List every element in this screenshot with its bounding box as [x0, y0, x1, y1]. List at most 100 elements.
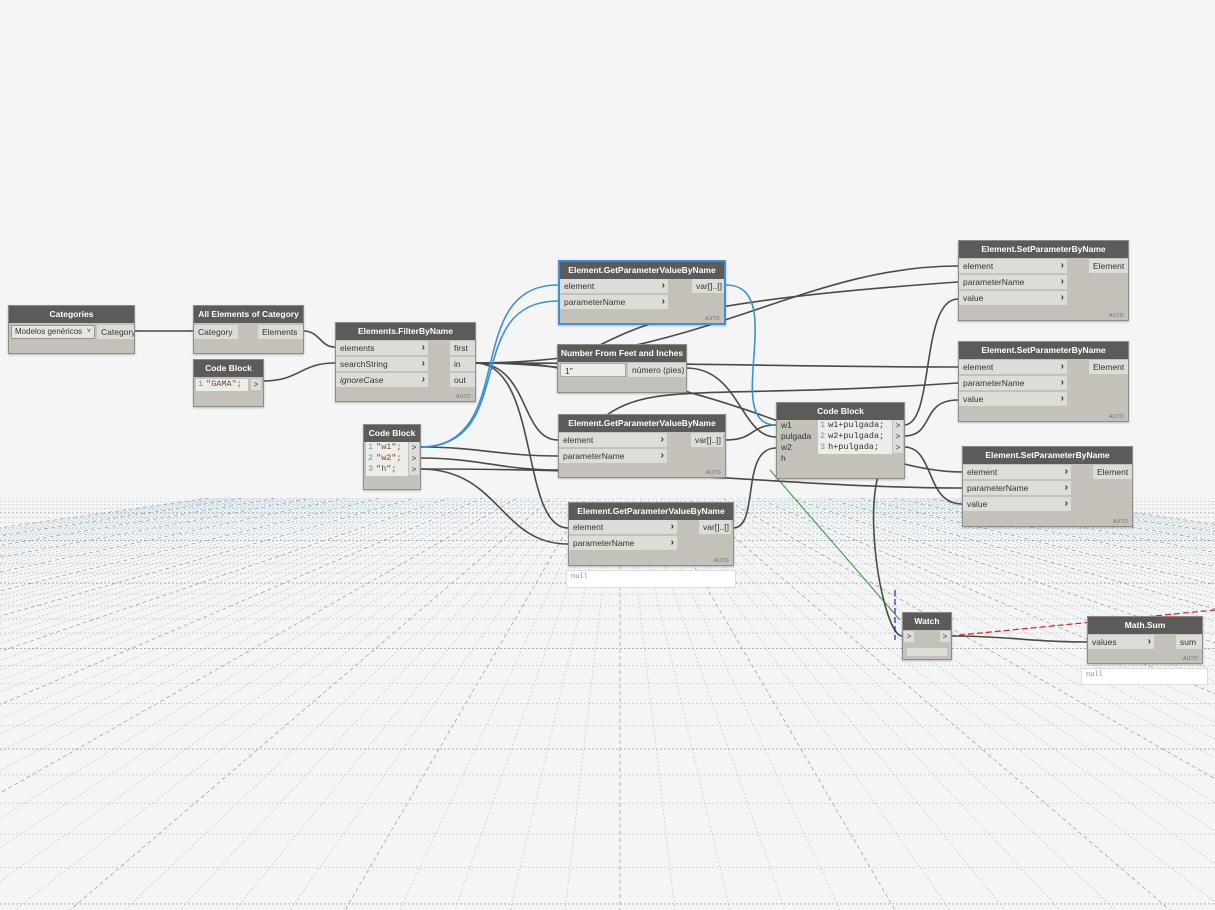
get-parameter-value-node[interactable]: Element.GetParameterValueByName element›…	[558, 260, 726, 325]
chevron-right-icon: ›	[1060, 393, 1064, 404]
output-port[interactable]: Category	[97, 325, 134, 339]
input-port-value[interactable]: value›	[959, 291, 1067, 305]
input-port-pulgada[interactable]: pulgada	[777, 431, 817, 442]
input-port-parametername[interactable]: parameterName›	[569, 536, 677, 550]
line-number: 3	[820, 442, 826, 452]
get-parameter-value-node[interactable]: Element.GetParameterValueByName element›…	[558, 414, 726, 478]
node-title: Element.SetParameterByName	[963, 447, 1132, 464]
input-port-parametername[interactable]: parameterName›	[559, 449, 667, 463]
lacing-label: AUTO	[714, 558, 729, 564]
watch-node[interactable]: Watch > >	[902, 612, 952, 660]
output-port[interactable]: Elements	[258, 325, 303, 339]
node-preview: null	[1081, 668, 1208, 685]
categories-node[interactable]: Categories Modelos genéricos ˅ Category	[8, 305, 135, 354]
input-port-h[interactable]: h	[777, 453, 817, 464]
output-port[interactable]: >	[893, 431, 903, 442]
code-editor[interactable]: 1"w1"; 2"w2"; 3"h";	[366, 442, 408, 476]
category-dropdown[interactable]: Modelos genéricos ˅	[11, 325, 95, 339]
port-label: element	[564, 281, 595, 291]
input-port-w2[interactable]: w2	[777, 442, 817, 453]
code-editor[interactable]: 1"GAMA";	[196, 379, 248, 391]
output-port-in[interactable]: in	[450, 357, 475, 371]
output-port[interactable]: >	[893, 442, 903, 453]
output-port[interactable]: >	[409, 464, 419, 475]
chevron-right-icon: ›	[421, 358, 425, 369]
input-port-value[interactable]: value›	[963, 497, 1071, 511]
output-port[interactable]: >	[409, 453, 419, 464]
input-port[interactable]: >	[904, 631, 914, 642]
output-port[interactable]: >	[251, 379, 261, 390]
filter-by-name-node[interactable]: Elements.FilterByName elements› searchSt…	[335, 322, 476, 402]
input-port-values[interactable]: values ›	[1088, 635, 1154, 649]
port-label: var[]..[]	[695, 435, 721, 445]
input-port-ignorecase[interactable]: ignoreCase›	[336, 373, 428, 387]
port-label: value	[963, 293, 984, 303]
math-sum-node[interactable]: Math.Sum values › sum AUTO	[1087, 616, 1203, 664]
line-number: 2	[820, 431, 826, 441]
input-port-element[interactable]: element›	[959, 360, 1067, 374]
port-label: element	[563, 435, 594, 445]
chevron-right-icon: ›	[421, 342, 425, 353]
get-parameter-value-node[interactable]: Element.GetParameterValueByName element›…	[568, 502, 734, 566]
code-block-node[interactable]: Code Block 1"w1"; 2"w2"; 3"h"; > > >	[363, 424, 421, 490]
dropdown-value: Modelos genéricos	[15, 327, 83, 336]
output-port[interactable]: >	[409, 442, 419, 453]
port-label: value	[967, 499, 988, 509]
input-port-parametername[interactable]: parameterName›	[560, 295, 668, 309]
port-label: values	[1092, 637, 1117, 647]
input-port-element[interactable]: element›	[560, 279, 668, 293]
code-block-node[interactable]: Code Block 1"GAMA"; >	[193, 359, 264, 407]
line-number: 1	[198, 379, 204, 389]
input-port-element[interactable]: element›	[569, 520, 677, 534]
output-port[interactable]: var[]..[]	[692, 279, 724, 293]
set-parameter-by-name-node[interactable]: Element.SetParameterByName element› para…	[958, 240, 1129, 321]
input-port-parametername[interactable]: parameterName›	[959, 275, 1067, 289]
input-port-element[interactable]: element›	[963, 465, 1071, 479]
input-port-element[interactable]: element›	[959, 259, 1067, 273]
output-port[interactable]: Element	[1089, 360, 1128, 374]
input-port-searchstring[interactable]: searchString›	[336, 357, 428, 371]
node-title: Watch	[903, 613, 951, 630]
number-from-feet-inches-node[interactable]: Number From Feet and Inches 1" número (p…	[557, 344, 687, 393]
line-number: 1	[820, 420, 826, 430]
input-port-parametername[interactable]: parameterName›	[959, 376, 1067, 390]
output-port-first[interactable]: first	[450, 341, 475, 355]
input-port-element[interactable]: element›	[559, 433, 667, 447]
port-label: var[]..[]	[703, 522, 729, 532]
input-port-elements[interactable]: elements›	[336, 341, 428, 355]
output-port[interactable]: >	[940, 631, 950, 642]
node-title: Element.GetParameterValueByName	[560, 262, 724, 279]
set-parameter-by-name-node[interactable]: Element.SetParameterByName element› para…	[962, 446, 1133, 527]
output-port[interactable]: var[]..[]	[691, 433, 723, 447]
chevron-right-icon: ›	[1064, 482, 1068, 493]
all-elements-of-category-node[interactable]: All Elements of Category Category Elemen…	[193, 305, 304, 354]
wire	[262, 362, 336, 382]
wire	[302, 330, 336, 348]
input-port-w1[interactable]: w1	[777, 420, 817, 431]
node-title: Math.Sum	[1088, 617, 1202, 634]
output-port[interactable]: Element	[1093, 465, 1132, 479]
set-parameter-by-name-node[interactable]: Element.SetParameterByName element› para…	[958, 341, 1129, 422]
line-number: 3	[368, 464, 374, 474]
lacing-label: AUTO	[1113, 519, 1128, 525]
feet-inches-input[interactable]: 1"	[560, 363, 626, 377]
port-label: sum	[1180, 637, 1197, 647]
wire-selected	[419, 300, 559, 448]
port-label: element	[963, 362, 994, 372]
node-title: Code Block	[194, 360, 263, 377]
output-port[interactable]: var[]..[]	[699, 520, 731, 534]
output-port[interactable]: >	[893, 420, 903, 431]
output-port[interactable]: sum	[1176, 635, 1202, 649]
input-port-value[interactable]: value›	[959, 392, 1067, 406]
output-port-out[interactable]: out	[450, 373, 475, 387]
chevron-right-icon: ›	[1147, 636, 1151, 647]
output-port[interactable]: Element	[1089, 259, 1128, 273]
input-port-parametername[interactable]: parameterName›	[963, 481, 1071, 495]
lacing-label: AUTO	[706, 470, 721, 476]
lacing-label: AUTO	[1183, 656, 1198, 662]
output-port[interactable]: número (pies)	[628, 363, 686, 377]
input-port[interactable]: Category	[194, 325, 238, 339]
